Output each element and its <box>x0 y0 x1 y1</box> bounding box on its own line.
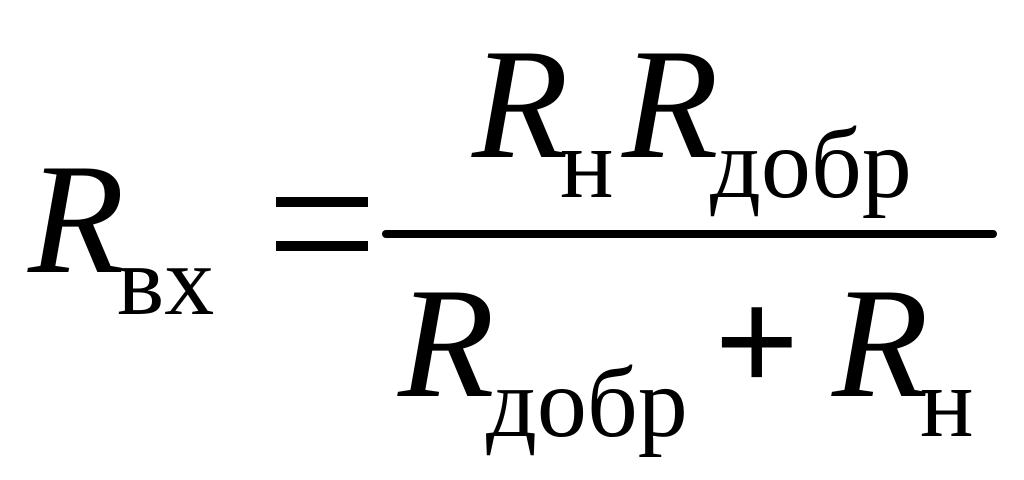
denominator-symbol-1: R <box>397 256 495 431</box>
lhs-term: R вх <box>27 132 214 336</box>
lhs-subscript: вх <box>117 225 214 336</box>
numerator-symbol-2: R <box>621 17 719 192</box>
numerator-symbol-1: R <box>471 17 569 192</box>
numerator-subscript-2: добр <box>710 108 912 219</box>
equals-sign <box>276 197 368 251</box>
denominator: R добр + R н <box>397 256 974 458</box>
equals-bar-top <box>276 197 368 207</box>
denominator-subscript-1: добр <box>486 347 688 458</box>
lhs-symbol: R <box>27 132 125 307</box>
denominator-symbol-2: R <box>831 256 929 431</box>
equals-bar-bottom <box>276 241 368 251</box>
numerator: R н R добр <box>471 17 912 219</box>
plus-sign: + <box>714 259 799 425</box>
denominator-subscript-2: н <box>920 347 974 458</box>
numerator-subscript-1: н <box>560 108 614 219</box>
